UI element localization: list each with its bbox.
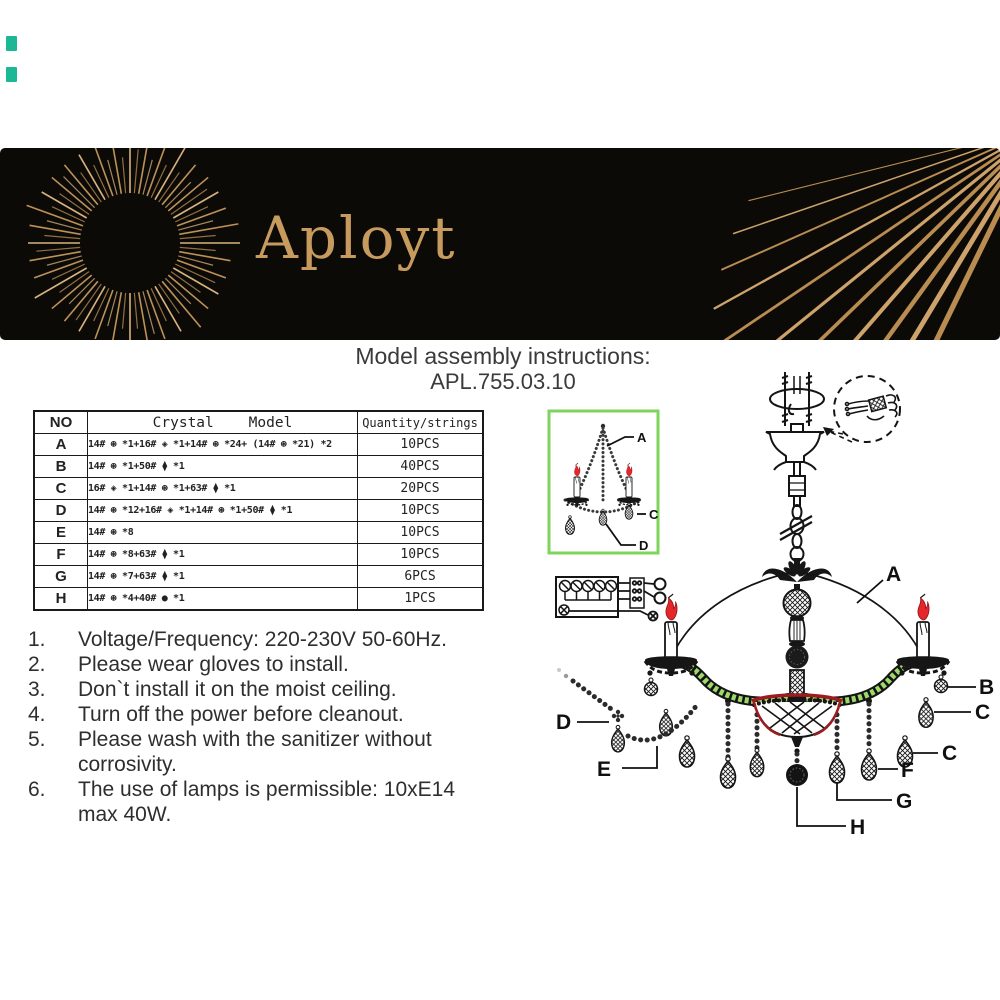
table-row: F 14# ⊛ *8+63# ⧫ *1 10PCS <box>33 543 484 566</box>
cell-no: A <box>33 433 88 456</box>
inset-label-d: D <box>639 538 648 553</box>
hand-wiring-inset <box>823 375 901 443</box>
table-row: G 14# ⊛ *7+63# ⧫ *1 6PCS <box>33 565 484 588</box>
cell-qty: 20PCS <box>357 477 484 500</box>
cell-no: D <box>33 499 88 522</box>
label-b: B <box>979 676 994 699</box>
table-row: B 14# ⊛ *1+50# ⧫ *1 40PCS <box>33 455 484 478</box>
cell-qty: 10PCS <box>357 521 484 544</box>
list-item: 4. Turn off the power before cleanout. <box>28 702 500 727</box>
cell-no: H <box>33 587 88 611</box>
garlands <box>557 668 700 753</box>
item-number: 6. <box>28 778 46 801</box>
cell-qty: 10PCS <box>357 543 484 566</box>
crown <box>762 558 832 582</box>
list-item: 5. Please wash with the sanitizer withou… <box>28 727 500 777</box>
item-text: Don`t install it on the moist ceiling. <box>78 678 397 701</box>
cell-qty: 1PCS <box>357 587 484 611</box>
label-g: G <box>896 790 912 813</box>
table-row: D 14# ⊛ *12+16# ◈ *1+14# ⊛ *1+50# ⧫ *1 1… <box>33 499 484 522</box>
label-c: C <box>975 701 990 724</box>
cell-model: 14# ⊛ *1+50# ⧫ *1 <box>87 455 358 478</box>
header-model: Crystal Model <box>87 410 358 434</box>
list-item: 1. Voltage/Frequency: 220-230V 50-60Hz. <box>28 627 500 652</box>
cell-model: 14# ⊛ *12+16# ◈ *1+14# ⊛ *1+50# ⧫ *1 <box>87 499 358 522</box>
list-item: 2. Please wear gloves to install. <box>28 652 500 677</box>
item-text: Please wash with the sanitizer without c… <box>78 728 432 776</box>
page-title: Model assembly instructions: APL.755.03.… <box>0 343 1000 395</box>
item-number: 2. <box>28 653 46 676</box>
list-item: 3. Don`t install it on the moist ceiling… <box>28 677 500 702</box>
item-text: The use of lamps is permissible: 10xE14 … <box>78 778 456 826</box>
mini-chandelier-inset: A C D <box>547 409 660 555</box>
assembly-diagram: A C D <box>547 372 994 839</box>
label-a: A <box>886 563 901 586</box>
label-d: D <box>556 711 571 734</box>
ceiling-mount <box>765 372 825 562</box>
cell-model: 14# ⊛ *4+40# ● *1 <box>87 587 358 611</box>
cell-no: G <box>33 565 88 588</box>
label-e: E <box>597 758 611 781</box>
cell-qty: 40PCS <box>357 455 484 478</box>
brand-banner: Aployt <box>0 148 1000 340</box>
cell-qty: 10PCS <box>357 433 484 456</box>
cell-model: 14# ⊛ *7+63# ⧫ *1 <box>87 565 358 588</box>
cell-no: E <box>33 521 88 544</box>
instruction-list: 1. Voltage/Frequency: 220-230V 50-60Hz. … <box>28 627 500 827</box>
bottom-ball <box>786 764 808 786</box>
sunburst-icon <box>26 148 1000 340</box>
item-text: Turn off the power before cleanout. <box>78 703 404 726</box>
cell-model: 16# ◈ *1+14# ⊛ *1+63# ⧫ *1 <box>87 477 358 500</box>
wiring-diagram <box>555 576 667 622</box>
cell-model: 14# ⊛ *1+16# ◈ *1+14# ⊛ *24+ (14# ⊛ *21)… <box>87 433 358 456</box>
item-text: Voltage/Frequency: 220-230V 50-60Hz. <box>78 628 447 651</box>
list-item: 6. The use of lamps is permissible: 10xE… <box>28 777 500 827</box>
crystal-bowl <box>751 693 843 765</box>
item-text: Please wear gloves to install. <box>78 653 349 676</box>
inset-part-labels: A C D <box>605 430 659 553</box>
header-qty: Quantity/strings <box>357 410 484 434</box>
header-no: NO <box>33 410 88 434</box>
cell-no: B <box>33 455 88 478</box>
corner-mark <box>6 36 17 51</box>
brand-logo-text: Aployt <box>256 204 457 272</box>
label-f: F <box>901 759 914 782</box>
model-number: APL.755.03.10 <box>430 369 576 394</box>
label-c: C <box>942 742 957 765</box>
item-number: 4. <box>28 703 46 726</box>
table-row: H 14# ⊛ *4+40# ● *1 1PCS <box>33 587 484 611</box>
title-line1: Model assembly instructions: <box>355 343 651 369</box>
cell-model: 14# ⊛ *8+63# ⧫ *1 <box>87 543 358 566</box>
chandelier <box>557 558 951 789</box>
item-number: 5. <box>28 728 46 751</box>
item-number: 3. <box>28 678 46 701</box>
table-row: E 14# ⊛ *8 10PCS <box>33 521 484 544</box>
cell-qty: 6PCS <box>357 565 484 588</box>
candle-left <box>643 594 699 678</box>
inset-label-c: C <box>649 507 659 522</box>
candle-right <box>895 594 951 678</box>
parts-table: NO Crystal Model Quantity/strings A 14# … <box>33 410 484 611</box>
cell-qty: 10PCS <box>357 499 484 522</box>
table-row: A 14# ⊛ *1+16# ◈ *1+14# ⊛ *24+ (14# ⊛ *2… <box>33 433 484 456</box>
inset-label-a: A <box>637 430 647 445</box>
cell-no: F <box>33 543 88 566</box>
part-labels: A B C C D E F G H <box>556 563 994 839</box>
cell-model: 14# ⊛ *8 <box>87 521 358 544</box>
cell-no: C <box>33 477 88 500</box>
corner-mark <box>6 67 17 82</box>
center-column <box>782 584 812 703</box>
item-number: 1. <box>28 628 46 651</box>
label-h: H <box>850 816 865 839</box>
table-row: C 16# ◈ *1+14# ⊛ *1+63# ⧫ *1 20PCS <box>33 477 484 500</box>
table-header-row: NO Crystal Model Quantity/strings <box>33 410 484 434</box>
